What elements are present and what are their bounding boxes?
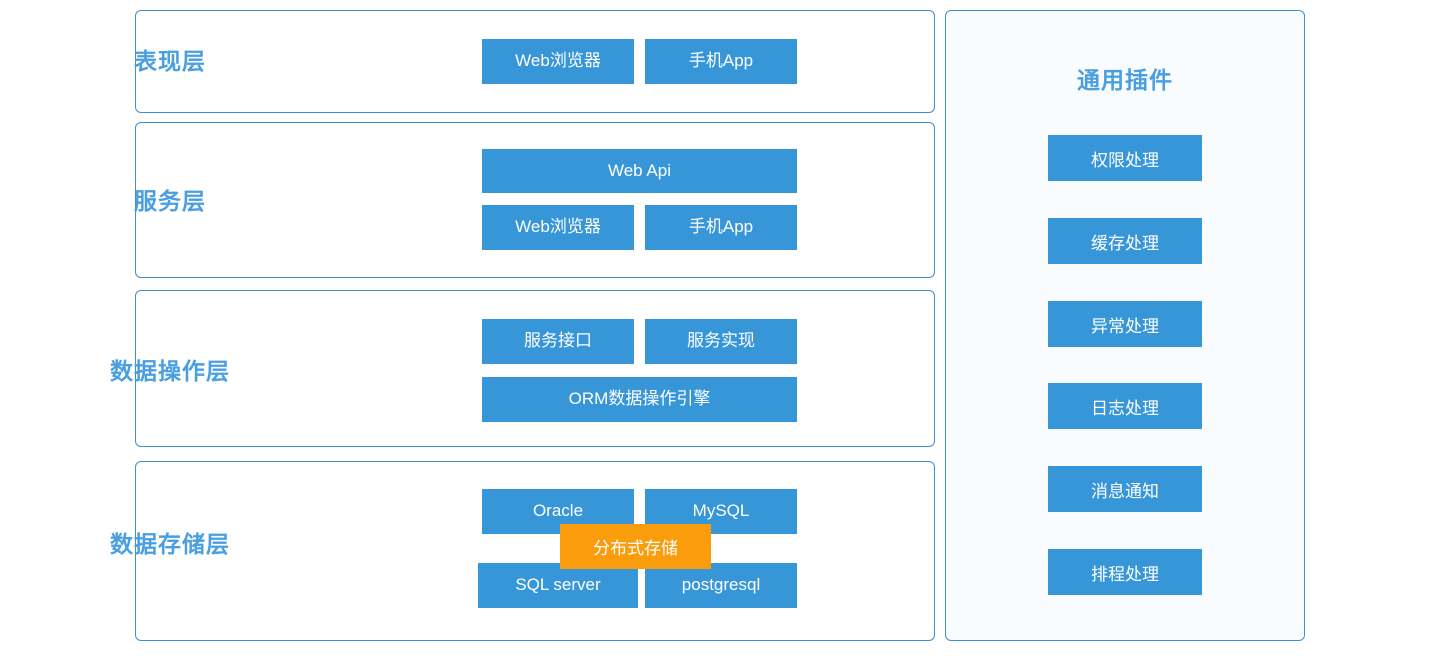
- node-mobile-app-service[interactable]: 手机App: [645, 205, 797, 250]
- layer-title-data-operation: 数据操作层: [110, 358, 230, 384]
- plugin-item-schedule[interactable]: 排程处理: [1048, 549, 1202, 595]
- node-orm-engine[interactable]: ORM数据操作引擎: [482, 377, 797, 422]
- layer-panel-data-operation: [135, 290, 935, 447]
- node-distributed-storage[interactable]: 分布式存储: [560, 524, 711, 569]
- plugin-item-cache[interactable]: 缓存处理: [1048, 218, 1202, 264]
- plugin-item-message[interactable]: 消息通知: [1048, 466, 1202, 512]
- node-web-browser-service[interactable]: Web浏览器: [482, 205, 634, 250]
- node-sql-server[interactable]: SQL server: [478, 563, 638, 608]
- plugin-item-log[interactable]: 日志处理: [1048, 383, 1202, 429]
- layer-title-presentation: 表现层: [134, 48, 206, 74]
- layer-title-service: 服务层: [134, 188, 206, 214]
- node-mobile-app-presentation[interactable]: 手机App: [645, 39, 797, 84]
- node-service-interface[interactable]: 服务接口: [482, 319, 634, 364]
- node-web-api[interactable]: Web Api: [482, 149, 797, 193]
- node-service-implementation[interactable]: 服务实现: [645, 319, 797, 364]
- layer-title-data-storage: 数据存储层: [110, 531, 230, 557]
- plugin-panel-title: 通用插件: [1077, 67, 1173, 93]
- node-postgresql[interactable]: postgresql: [645, 563, 797, 608]
- layer-panel-service: [135, 122, 935, 278]
- plugin-item-permission[interactable]: 权限处理: [1048, 135, 1202, 181]
- node-web-browser-presentation[interactable]: Web浏览器: [482, 39, 634, 84]
- plugin-item-exception[interactable]: 异常处理: [1048, 301, 1202, 347]
